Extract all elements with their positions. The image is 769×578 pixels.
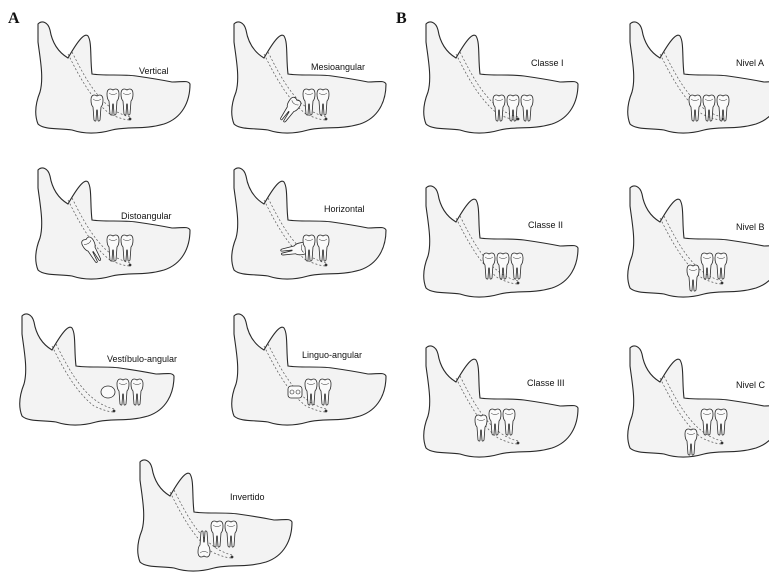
label-nivel-c: Nivel C xyxy=(736,380,765,390)
figure-classe-i: Classe I xyxy=(420,18,580,140)
label-classe-i: Classe I xyxy=(531,58,564,68)
figure-nivel-c: Nivel C xyxy=(624,342,769,464)
figure-classe-iii: Classe III xyxy=(420,342,580,464)
label-classe-ii: Classe II xyxy=(528,220,563,230)
label-classe-iii: Classe III xyxy=(527,378,565,388)
figure-nivel-a: Nivel A xyxy=(624,18,769,140)
figure-classe-ii: Classe II xyxy=(420,182,580,304)
label-nivel-a: Nivel A xyxy=(736,58,764,68)
figure-nivel-b: Nivel B xyxy=(624,182,769,304)
label-nivel-b: Nivel B xyxy=(736,222,765,232)
